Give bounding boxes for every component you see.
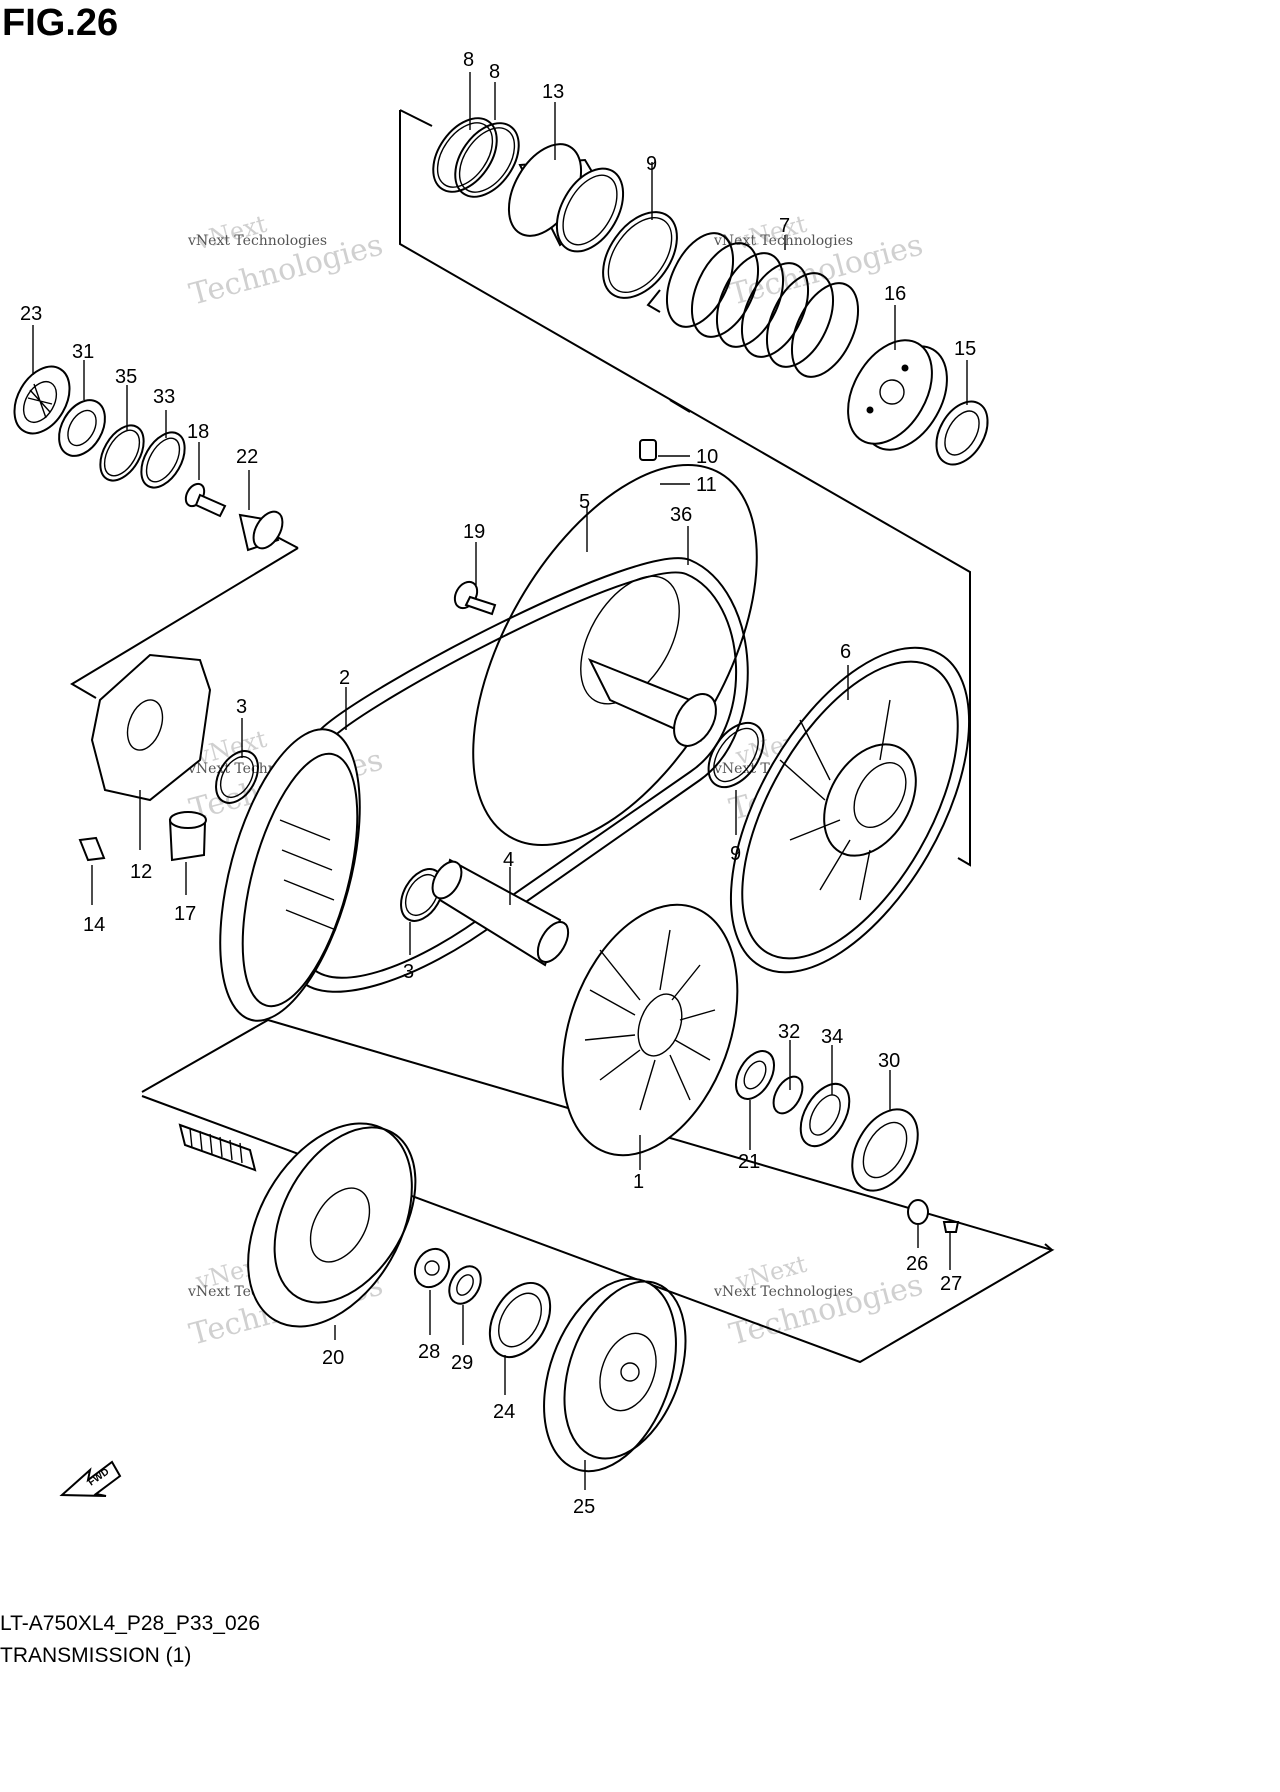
drive-pulley-face-2[interactable] — [193, 715, 387, 1036]
sleeve-13[interactable] — [494, 132, 637, 263]
callout-14: 14 — [83, 914, 105, 936]
callout-32: 32 — [778, 1021, 800, 1043]
callout-17: 17 — [174, 903, 196, 925]
circlip-32[interactable] — [768, 1072, 809, 1119]
callout-27: 27 — [940, 1273, 962, 1295]
oil-seal-31[interactable] — [50, 392, 115, 464]
callout-3a: 3 — [236, 696, 247, 718]
circlip-8b[interactable] — [442, 112, 532, 209]
callout-10: 10 — [696, 446, 718, 468]
callout-18: 18 — [187, 421, 209, 443]
callout-35: 35 — [115, 366, 137, 388]
cam-plate-12[interactable] — [90, 653, 212, 802]
cam-16[interactable] — [831, 326, 964, 465]
callout-26: 26 — [906, 1253, 928, 1275]
clutch-housing-20[interactable] — [178, 1095, 446, 1356]
watermark-text: vNext Technologies — [187, 233, 327, 249]
washer-3a[interactable] — [207, 744, 266, 810]
callout-24: 24 — [493, 1401, 515, 1423]
callout-30: 30 — [878, 1050, 900, 1072]
callout-11: 11 — [696, 474, 717, 496]
callout-36: 36 — [670, 504, 692, 526]
bolt-19[interactable] — [450, 578, 497, 616]
callout-labels: 8 8 13 9 7 16 15 23 31 35 33 18 22 10 11… — [20, 49, 976, 1518]
washer-3b[interactable] — [392, 862, 451, 928]
model-code: LT-A750XL4_P28_P33_026 — [0, 1612, 260, 1635]
callout-9-top: 9 — [646, 153, 657, 175]
callout-25: 25 — [573, 1496, 595, 1518]
one-way-clutch-24[interactable] — [477, 1272, 562, 1367]
callout-33: 33 — [153, 386, 175, 408]
washer-33[interactable] — [132, 425, 193, 495]
clutch-shoe-assembly-25[interactable] — [519, 1261, 708, 1490]
bushing-17[interactable] — [168, 811, 207, 862]
bearing-23[interactable] — [3, 357, 81, 443]
callout-8b: 8 — [489, 61, 500, 83]
callout-12: 12 — [130, 861, 152, 883]
callout-20: 20 — [322, 1347, 344, 1369]
callout-6: 6 — [840, 641, 851, 663]
slide-piece-14[interactable] — [78, 836, 106, 862]
bolt-27[interactable] — [942, 1221, 960, 1233]
callout-13: 13 — [542, 81, 564, 103]
callout-3b: 3 — [403, 961, 414, 983]
movable-drive-face-1[interactable] — [530, 880, 769, 1179]
oil-seal-34[interactable] — [791, 1076, 860, 1155]
figure-title: FIG.26 — [2, 2, 119, 44]
section-name: TRANSMISSION (1) — [0, 1644, 192, 1667]
washer-9-top[interactable] — [588, 198, 692, 311]
spacer-4[interactable] — [427, 857, 575, 967]
nut-28[interactable] — [408, 1243, 456, 1294]
callout-21: 21 — [738, 1151, 760, 1173]
pin-10[interactable] — [639, 439, 657, 461]
callout-7: 7 — [779, 215, 790, 237]
bolt-18[interactable] — [182, 481, 227, 518]
callout-2: 2 — [339, 667, 350, 689]
driven-pulley-5[interactable] — [415, 418, 816, 892]
nut-15[interactable] — [926, 393, 998, 474]
circlip-8a[interactable] — [420, 107, 510, 204]
callout-1: 1 — [633, 1171, 644, 1193]
nut-26[interactable] — [907, 1199, 929, 1225]
fwd-arrow-icon: FWD — [59, 1460, 122, 1497]
spring-7[interactable] — [646, 223, 872, 387]
washer-29[interactable] — [443, 1261, 487, 1310]
callout-19: 19 — [463, 521, 485, 543]
callout-5: 5 — [579, 491, 590, 513]
callout-28: 28 — [418, 1341, 440, 1363]
circlip-35[interactable] — [91, 418, 152, 488]
driven-face-6[interactable] — [682, 609, 1018, 1011]
callout-4: 4 — [503, 849, 514, 871]
assembly-bracket-lines — [70, 109, 1055, 1364]
callout-34: 34 — [821, 1026, 843, 1048]
callout-15: 15 — [954, 338, 976, 360]
callout-8a: 8 — [463, 49, 474, 71]
collar-22[interactable] — [238, 507, 288, 554]
bushing-21[interactable] — [728, 1044, 782, 1105]
bearing-30[interactable] — [839, 1098, 931, 1202]
callout-9-right: 9 — [730, 843, 741, 865]
callout-23: 23 — [20, 303, 42, 325]
callout-31: 31 — [72, 341, 94, 363]
leader-lines — [32, 72, 968, 1490]
washer-9-right[interactable] — [697, 713, 774, 797]
callout-29: 29 — [451, 1352, 473, 1374]
watermark-text: vNext Technologies — [713, 1284, 853, 1300]
callout-22: 22 — [236, 446, 258, 468]
callout-16: 16 — [884, 283, 906, 305]
